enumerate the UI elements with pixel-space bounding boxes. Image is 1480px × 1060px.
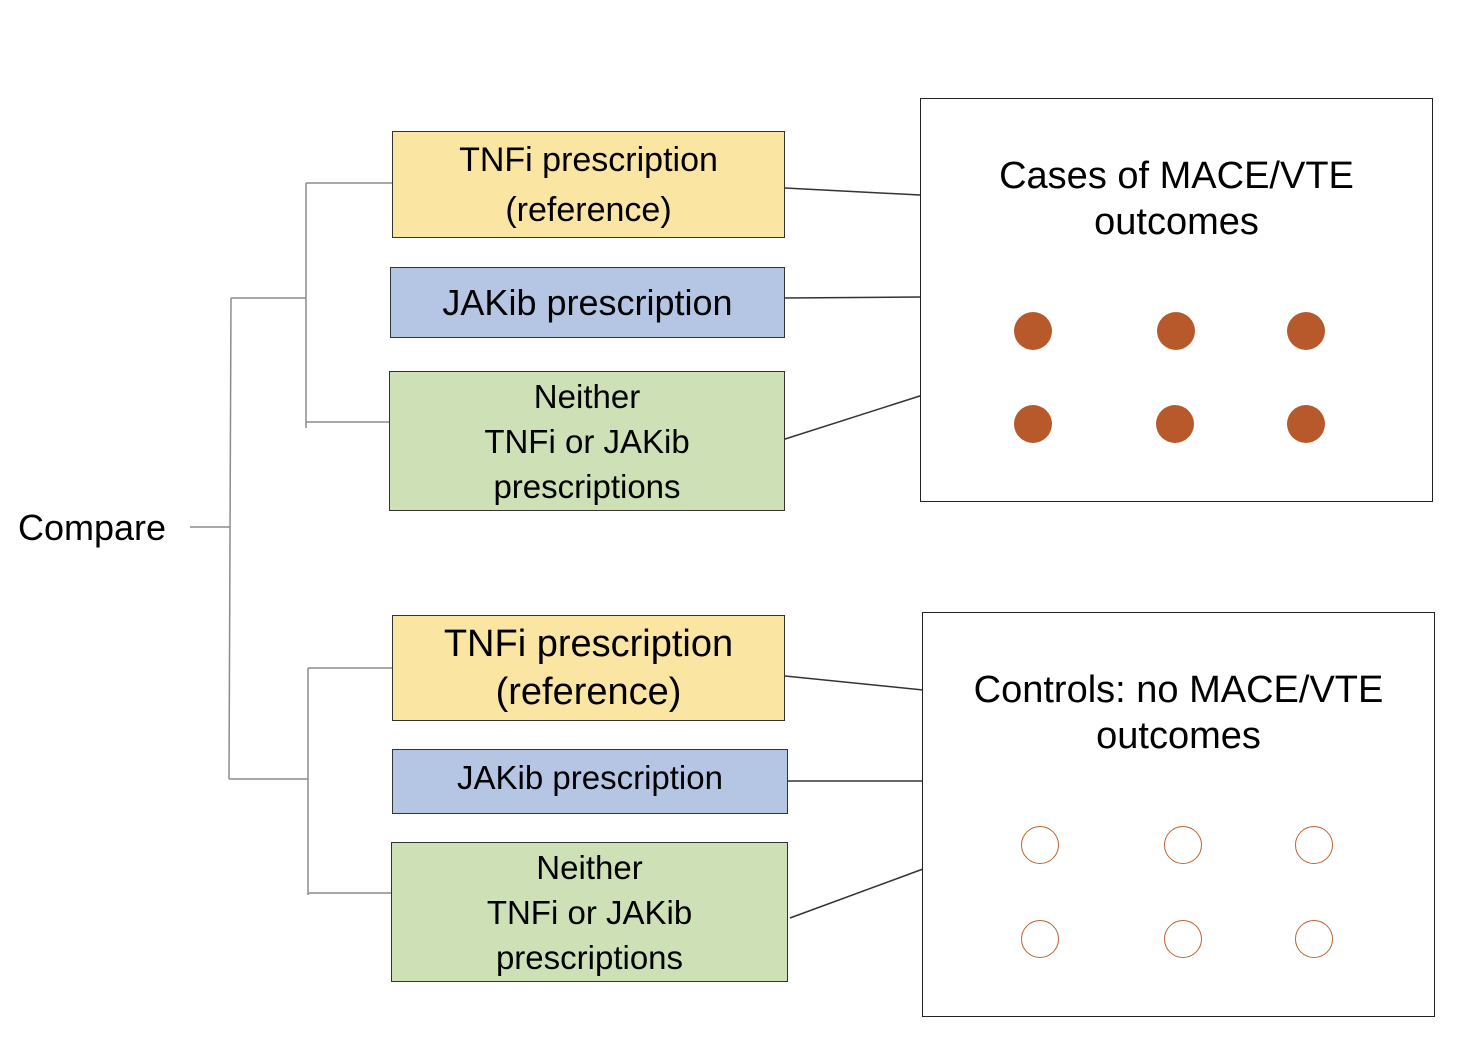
bottom-neither-line3: prescriptions [495, 938, 684, 976]
top-neither-line3: prescriptions [493, 467, 681, 505]
controls-title-line2: outcomes [1096, 715, 1261, 757]
case-dot [1287, 312, 1325, 350]
case-dot [1157, 312, 1195, 350]
cases-title-line1: Cases of MACE/VTE [999, 155, 1354, 197]
top-tnfi-line1: TNFi prescription [459, 140, 718, 179]
case-dot [1014, 312, 1052, 350]
case-dot [1287, 405, 1325, 443]
control-circle [1021, 826, 1059, 864]
control-circle [1164, 920, 1202, 958]
bottom-jakib-line1: JAKib prescription [457, 759, 723, 796]
bottom-neither-box: Neither TNFi or JAKib prescriptions [391, 842, 788, 982]
compare-label: Compare [18, 507, 167, 548]
cases-title-line2: outcomes [1094, 201, 1259, 243]
bottom-neither-line1: Neither [536, 848, 643, 886]
top-tnfi-box: TNFi prescription (reference) [392, 131, 785, 238]
control-circle [1164, 826, 1202, 864]
top-neither-line1: Neither [533, 377, 641, 415]
case-dot [1156, 405, 1194, 443]
cases-group: Cases of MACE/VTE outcomes [920, 98, 1433, 502]
case-dot [1014, 405, 1052, 443]
cases-group-title: Cases of MACE/VTE outcomes [921, 153, 1432, 245]
controls-title-line1: Controls: no MACE/VTE [973, 669, 1384, 711]
bottom-tnfi-box: TNFi prescription (reference) [392, 615, 785, 721]
top-jakib-box: JAKib prescription [390, 267, 785, 338]
bottom-neither-line2: TNFi or JAKib [486, 893, 693, 931]
bottom-tnfi-line2: (reference) [495, 671, 682, 713]
top-neither-line2: TNFi or JAKib [484, 422, 690, 460]
bottom-jakib-box: JAKib prescription [392, 749, 788, 814]
controls-group-title: Controls: no MACE/VTE outcomes [923, 667, 1434, 759]
top-jakib-line1: JAKib prescription [442, 281, 733, 323]
control-circle [1295, 826, 1333, 864]
control-circle [1021, 920, 1059, 958]
top-tnfi-line2: (reference) [505, 190, 672, 229]
bottom-tnfi-line1: TNFi prescription [443, 623, 734, 665]
controls-group: Controls: no MACE/VTE outcomes [922, 612, 1435, 1017]
top-neither-box: Neither TNFi or JAKib prescriptions [389, 371, 785, 511]
control-circle [1295, 920, 1333, 958]
